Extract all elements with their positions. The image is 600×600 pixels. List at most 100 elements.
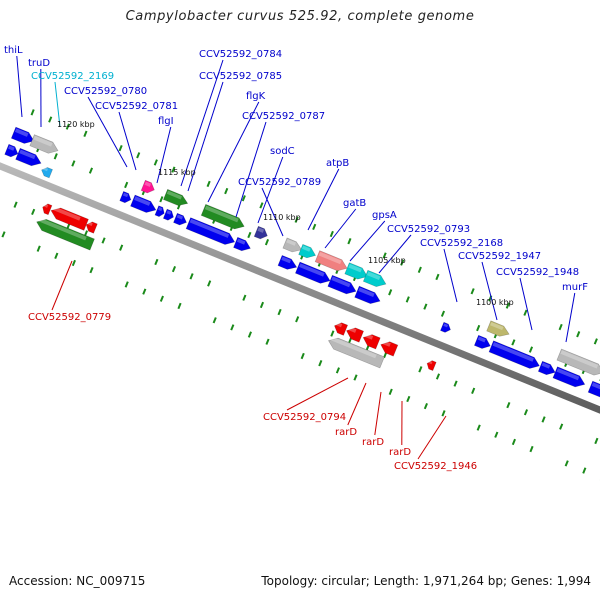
gene-flgI-body[interactable] bbox=[163, 188, 189, 206]
gene-inner-5[interactable] bbox=[154, 205, 165, 217]
gene-sodC[interactable] bbox=[253, 225, 268, 240]
gene-sodC-body[interactable] bbox=[253, 225, 268, 240]
gene-rarD-2[interactable] bbox=[362, 333, 381, 350]
gene-inner-3[interactable] bbox=[119, 191, 132, 204]
gene-inner-2-body[interactable] bbox=[15, 147, 42, 167]
gene-inner-12-body[interactable] bbox=[327, 274, 357, 295]
gene-inner-3-body[interactable] bbox=[119, 191, 132, 204]
gene-rev-1-body[interactable] bbox=[42, 203, 53, 216]
gene-inner-11-body[interactable] bbox=[294, 261, 331, 284]
gene-inner-14[interactable] bbox=[440, 321, 451, 333]
gene-inner-10[interactable] bbox=[277, 254, 298, 270]
gene-CCV52592_2169[interactable] bbox=[41, 167, 53, 179]
gene-thiL[interactable] bbox=[10, 126, 35, 144]
gene-label[interactable]: flgK bbox=[246, 91, 266, 102]
gene-label[interactable]: rarD bbox=[335, 427, 357, 438]
gene-inner-17[interactable] bbox=[552, 366, 586, 388]
gene-inner-10-body[interactable] bbox=[277, 254, 298, 270]
gene-rev-3-body[interactable] bbox=[85, 221, 98, 234]
gene-inner-9[interactable] bbox=[233, 236, 251, 252]
gene-CCV52592_1948-body[interactable] bbox=[488, 340, 540, 369]
gene-inner-13[interactable] bbox=[354, 285, 381, 304]
gene-label[interactable]: gpsA bbox=[372, 210, 397, 221]
gene-inner-14-body[interactable] bbox=[440, 321, 451, 333]
gene-inner-9-body[interactable] bbox=[233, 236, 251, 252]
gene-CCV52592_0793[interactable] bbox=[362, 269, 387, 287]
gene-label[interactable]: CCV52592_2169 bbox=[31, 71, 114, 82]
gene-flgK-body[interactable] bbox=[200, 203, 245, 230]
gene-inner-1[interactable] bbox=[4, 143, 19, 158]
gene-inner-16[interactable] bbox=[537, 360, 556, 376]
gene-label[interactable]: truD bbox=[28, 58, 50, 69]
gene-CCV52592_0793-body[interactable] bbox=[362, 269, 387, 287]
gene-label[interactable]: rarD bbox=[389, 447, 411, 458]
gene-CCV52592_0780[interactable] bbox=[140, 179, 155, 194]
gene-inner-17-body[interactable] bbox=[552, 366, 586, 388]
gene-flgI[interactable] bbox=[163, 188, 189, 206]
gene-label[interactable]: thiL bbox=[4, 45, 23, 56]
gene-inner-4-body[interactable] bbox=[130, 194, 157, 213]
gene-rev-2[interactable] bbox=[50, 206, 89, 231]
gene-inner-5-body[interactable] bbox=[154, 205, 165, 217]
gene-CCV52592_0779[interactable] bbox=[36, 217, 95, 251]
gene-label[interactable]: atpB bbox=[326, 158, 349, 169]
gene-CCV52592_0794-body[interactable] bbox=[334, 322, 349, 336]
gene-rev-2-body[interactable] bbox=[50, 207, 89, 231]
gene-label[interactable]: flgI bbox=[158, 116, 174, 127]
gene-murF-body[interactable] bbox=[556, 348, 600, 376]
gene-inner-7-body[interactable] bbox=[173, 212, 187, 226]
gene-inner-18-body[interactable] bbox=[587, 380, 600, 400]
gene-label[interactable]: rarD bbox=[362, 437, 384, 448]
gene-rev-1[interactable] bbox=[42, 203, 53, 216]
gene-atpB-body[interactable] bbox=[282, 237, 303, 253]
gene-label[interactable]: CCV52592_1946 bbox=[394, 461, 477, 472]
gene-CCV52592_2169-body[interactable] bbox=[41, 167, 53, 179]
gene-label[interactable]: CCV52592_2168 bbox=[420, 238, 503, 249]
gene-label[interactable]: CCV52592_0789 bbox=[238, 177, 321, 188]
gene-inner-15[interactable] bbox=[473, 334, 491, 349]
gene-inner-12[interactable] bbox=[327, 274, 357, 295]
gene-label[interactable]: CCV52592_1947 bbox=[458, 251, 541, 262]
gene-gpsA[interactable] bbox=[344, 262, 368, 280]
gene-label[interactable]: CCV52592_0779 bbox=[28, 312, 111, 323]
gene-label[interactable]: CCV52592_0781 bbox=[95, 101, 178, 112]
gene-gpsA-body[interactable] bbox=[344, 262, 368, 280]
gene-rarD-2-body[interactable] bbox=[362, 334, 381, 350]
gene-truD[interactable] bbox=[29, 134, 59, 154]
gene-label[interactable]: CCV52592_0787 bbox=[242, 111, 325, 122]
gene-inner-18[interactable] bbox=[587, 380, 600, 400]
gene-inner-2[interactable] bbox=[15, 147, 42, 167]
gene-gatB-body[interactable] bbox=[314, 250, 348, 272]
gene-CCV52592_1947[interactable] bbox=[486, 320, 510, 337]
gene-rev-3[interactable] bbox=[85, 221, 98, 234]
gene-CCV52592_0794[interactable] bbox=[334, 321, 349, 336]
gene-label[interactable]: CCV52592_0794 bbox=[263, 412, 346, 423]
gene-gatB[interactable] bbox=[314, 250, 348, 272]
gene-inner-8[interactable] bbox=[185, 217, 236, 245]
gene-CCV52592_0789[interactable] bbox=[298, 243, 317, 259]
gene-CCV52592_0780-body[interactable] bbox=[140, 179, 155, 194]
gene-inner-16-body[interactable] bbox=[537, 360, 556, 376]
gene-inner-4[interactable] bbox=[130, 194, 157, 213]
gene-label[interactable]: murF bbox=[562, 282, 588, 293]
gene-inner-7[interactable] bbox=[173, 212, 187, 226]
gene-label[interactable]: CCV52592_0785 bbox=[199, 71, 282, 82]
gene-label[interactable]: CCV52592_0793 bbox=[387, 224, 470, 235]
gene-inner-13-body[interactable] bbox=[354, 285, 381, 304]
gene-thiL-body[interactable] bbox=[10, 126, 35, 144]
gene-CCV52592_1946-body[interactable] bbox=[426, 360, 437, 372]
gene-inner-8-body[interactable] bbox=[185, 217, 236, 245]
gene-label[interactable]: gatB bbox=[343, 198, 366, 209]
gene-inner-1-body[interactable] bbox=[4, 143, 19, 158]
gene-inner-15-body[interactable] bbox=[473, 334, 491, 349]
gene-atpB[interactable] bbox=[282, 237, 303, 253]
gene-rarD-3[interactable] bbox=[380, 340, 399, 357]
gene-CCV52592_0779-body[interactable] bbox=[36, 219, 95, 251]
gene-label[interactable]: CCV52592_0780 bbox=[64, 86, 147, 97]
gene-label[interactable]: CCV52592_0784 bbox=[199, 49, 282, 60]
gene-CCV52592_1947-body[interactable] bbox=[486, 320, 510, 337]
gene-label[interactable]: sodC bbox=[270, 146, 295, 157]
gene-rev-grey-body[interactable] bbox=[327, 337, 385, 369]
gene-label[interactable]: CCV52592_1948 bbox=[496, 267, 579, 278]
